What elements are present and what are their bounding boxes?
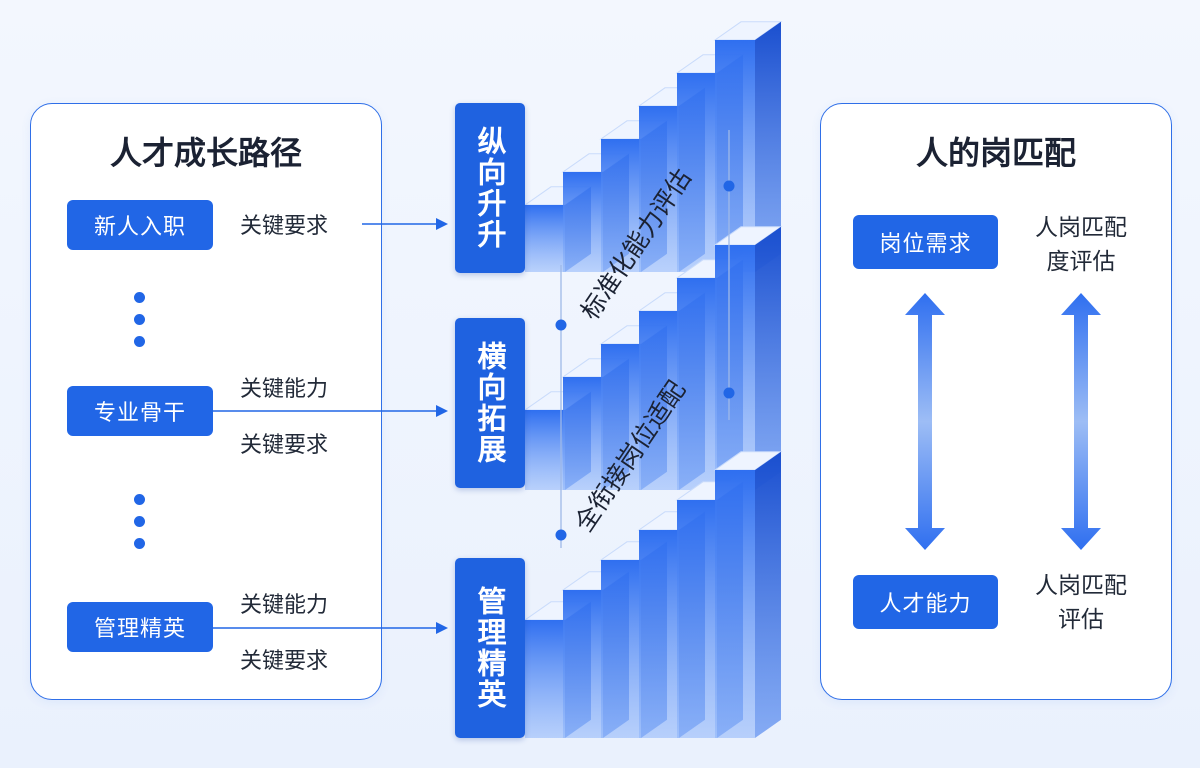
- tab-management-elite[interactable]: 管理精英: [455, 558, 525, 738]
- stage-button-professional[interactable]: 专业骨干: [67, 386, 213, 436]
- talent-ability-button[interactable]: 人才能力: [853, 575, 998, 629]
- ellipsis-dot: [134, 494, 145, 505]
- ellipsis-dot: [134, 336, 145, 347]
- horizontal-step: [713, 226, 783, 491]
- ellipsis-dot: [134, 538, 145, 549]
- management-step: [713, 451, 783, 738]
- professional-ability-label: 关键能力: [240, 377, 329, 402]
- ellipsis-dot: [134, 516, 145, 527]
- ellipsis-dot: [134, 292, 145, 303]
- connector-node: [723, 180, 735, 192]
- person-job-match-title: 人的岗匹配: [915, 134, 1076, 172]
- match-degree-label: 人岗匹配 度评估: [1035, 215, 1127, 275]
- stage-button-management[interactable]: 管理精英: [67, 602, 213, 652]
- professional-requirement-label: 关键要求: [240, 433, 329, 458]
- management-requirement-label: 关键要求: [240, 649, 329, 674]
- connector-node: [555, 529, 567, 541]
- vertical-step: [713, 21, 783, 272]
- tab-vertical-promotion[interactable]: 纵向升升: [455, 103, 525, 273]
- management-ability-label: 关键能力: [240, 593, 329, 618]
- talent-growth-title: 人才成长路径: [109, 134, 302, 172]
- connector-node: [555, 319, 567, 331]
- ellipsis-dot: [134, 314, 145, 325]
- tab-horizontal-expansion[interactable]: 横向拓展: [455, 318, 525, 488]
- job-requirement-button[interactable]: 岗位需求: [853, 215, 998, 269]
- match-evaluation-label: 人岗匹配 评估: [1035, 573, 1127, 633]
- connector-node: [723, 387, 735, 399]
- stage-button-new-hire[interactable]: 新人入职: [67, 200, 213, 250]
- new-hire-requirement-label: 关键要求: [240, 214, 329, 239]
